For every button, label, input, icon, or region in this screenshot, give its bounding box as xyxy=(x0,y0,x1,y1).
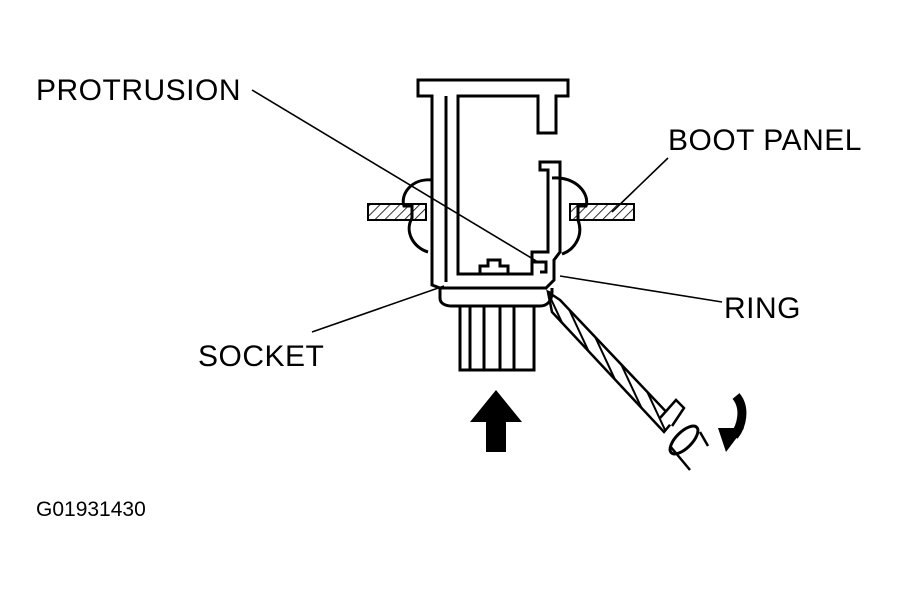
protrusion-label: PROTRUSION xyxy=(36,74,241,107)
ring-leader xyxy=(559,275,723,303)
figure-code: G01931430 xyxy=(36,498,146,521)
screwdriver xyxy=(546,289,710,471)
socket-label: SOCKET xyxy=(198,340,324,373)
rotate-arrow-icon xyxy=(718,393,747,452)
socket xyxy=(458,304,536,372)
ring-label: RING xyxy=(724,292,801,325)
bulb-holder xyxy=(416,78,570,308)
boot-panel-leader xyxy=(611,157,669,213)
push-up-arrow-icon xyxy=(470,390,522,452)
leader-lines xyxy=(251,89,723,333)
boot-panel-label: BOOT PANEL xyxy=(668,124,862,157)
socket-leader xyxy=(311,285,445,333)
protrusion-leader xyxy=(251,89,539,263)
boot-grommet xyxy=(401,176,589,256)
